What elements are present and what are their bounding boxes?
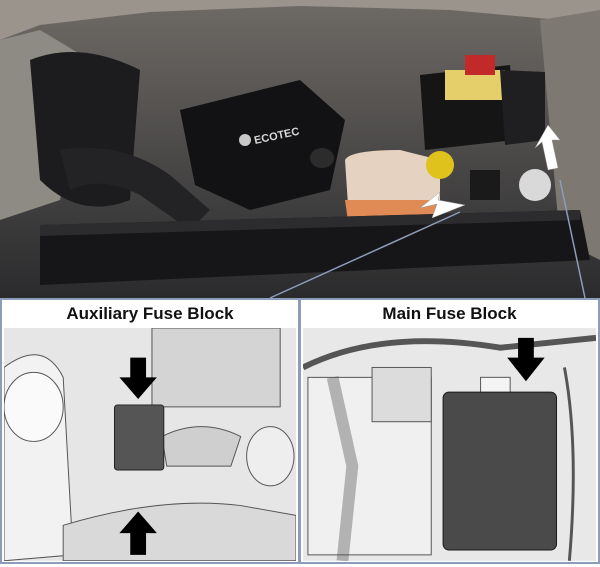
arrow-up-icon (119, 511, 157, 555)
engine-bay-photo: ECOTEC (0, 0, 600, 300)
callout-arrow-main (534, 124, 561, 171)
arrow-down-icon (507, 337, 545, 382)
main-fuse-block-title: Main Fuse Block (382, 304, 517, 323)
auxiliary-fuse-block-illustration (4, 328, 296, 561)
main-fuse-block-panel: Main Fuse Block (299, 298, 600, 564)
auxiliary-fuse-block-title: Auxiliary Fuse Block (66, 304, 234, 323)
arrow-down-icon (119, 357, 157, 400)
auxiliary-fuse-block (113, 404, 165, 471)
auxiliary-fuse-block-in-photo (470, 170, 500, 200)
engine-cover: ECOTEC (180, 80, 345, 210)
auxiliary-fuse-block-panel: Auxiliary Fuse Block (0, 298, 300, 564)
main-fuse-block-illustration (303, 328, 596, 561)
main-fuse-block (442, 391, 558, 551)
